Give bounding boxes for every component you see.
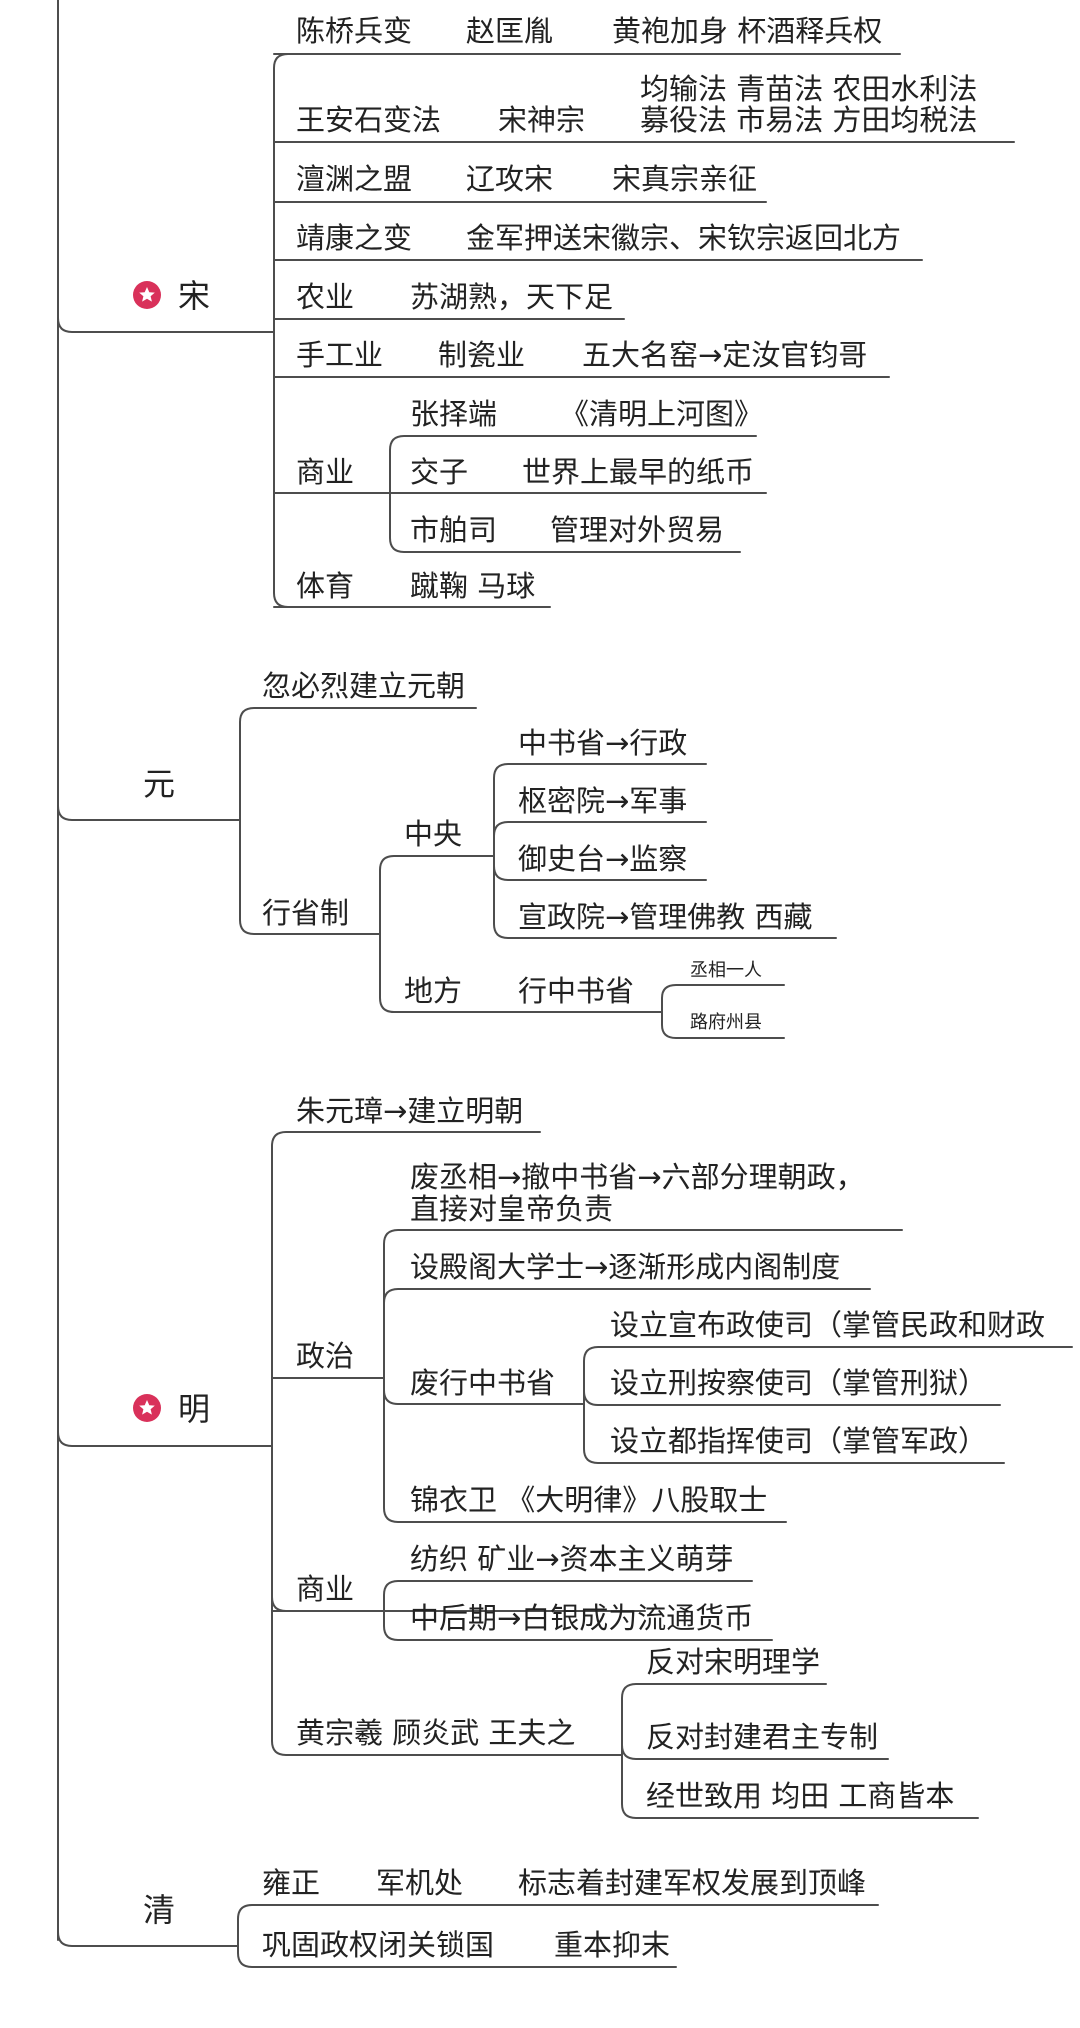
song-chanyuan-cause: 辽攻宋: [466, 162, 554, 196]
yuan-local-province: 行中书省: [518, 974, 635, 1008]
song-chenqiao-event: 陈桥兵变: [296, 14, 413, 48]
song-agriculture-label: 农业: [296, 280, 355, 314]
yuan-system-bracket: [379, 855, 663, 1013]
song-commerce-item-3-a: 市舶司: [410, 513, 498, 547]
qing-emperor: 雍正: [262, 1866, 321, 1900]
ming-xingsheng-label: 废行中书省: [410, 1366, 556, 1400]
ming-abolish-line-1: 废丞相→撤中书省→六部分理朝政，: [410, 1160, 865, 1194]
yuan-central-label: 中央: [404, 817, 463, 851]
song-commerce-item-1-a: 张择端: [410, 397, 498, 431]
qing-dynasty-label: 清: [143, 1891, 176, 1929]
qing-institution: 军机处: [376, 1866, 464, 1900]
song-handicraft-industry: 制瓷业: [438, 338, 526, 372]
yuan-dynasty-label: 元: [143, 765, 176, 803]
ming-commerce-item-2: 中后期→白银成为流通货币: [410, 1601, 754, 1635]
song-chanyuan-event: 澶渊之盟: [296, 162, 413, 196]
yuan-bracket: [237, 707, 477, 935]
song-jingkang-detail: 金军押送宋徽宗、宋钦宗返回北方: [466, 221, 902, 255]
ming-founding: 朱元璋→建立明朝: [296, 1094, 524, 1128]
ming-thinkers-label: 黄宗羲 顾炎武 王夫之: [296, 1716, 576, 1750]
song-commerce-item-1-b: 《清明上河图》: [560, 397, 764, 431]
ming-politics-other: 锦衣卫 《大明律》八股取士: [410, 1483, 768, 1517]
yuan-central-item-2: 枢密院→军事: [518, 784, 688, 818]
ming-politics-bracket: [383, 1229, 903, 1523]
ming-xingsheng-item-1: 设立宣布政使司（掌管民政和财政: [610, 1308, 1046, 1342]
yuan-central-item-1: 中书省→行政: [518, 726, 688, 760]
ming-xingsheng-item-2: 设立刑按察使司（掌管刑狱）: [610, 1366, 988, 1400]
ming-star-icon: [133, 1394, 161, 1422]
ming-root-line: [57, 1431, 273, 1447]
ming-politics-label: 政治: [296, 1339, 355, 1373]
yuan-local-note-1: 丞相一人: [690, 960, 762, 981]
song-reform-name: 王安石变法: [296, 103, 442, 137]
song-star-icon: [133, 281, 161, 309]
yuan-system-label: 行省制: [262, 896, 350, 930]
ming-commerce-item-1: 纺织 矿业→资本主义萌芽: [410, 1542, 734, 1576]
song-commerce-bracket: [389, 435, 767, 553]
yuan-central-item-3: 御史台→监察: [518, 842, 688, 876]
yuan-local-note-2: 路府州县: [690, 1012, 762, 1033]
song-reform-emperor: 宋神宗: [498, 103, 586, 137]
song-dynasty-label: 宋: [178, 277, 211, 315]
ming-xingsheng-bracket: [583, 1346, 1073, 1464]
ming-bracket: [271, 1131, 646, 1756]
qing-bracket: [219, 1904, 879, 1968]
yuan-central-item-4: 宣政院→管理佛教 西藏: [518, 900, 813, 934]
song-chenqiao-person: 赵匡胤: [466, 14, 554, 48]
yuan-founding: 忽必烈建立元朝: [262, 669, 466, 703]
song-chenqiao-detail: 黄袍加身 杯酒释兵权: [612, 14, 883, 48]
song-jingkang-event: 靖康之变: [296, 221, 413, 255]
song-commerce-item-2-a: 交子: [410, 455, 469, 489]
song-chanyuan-detail: 宋真宗亲征: [612, 162, 758, 196]
qing-policy-1: 巩固政权闭关锁国: [262, 1928, 495, 1962]
qing-policy-2: 重本抑末: [554, 1928, 671, 1962]
yuan-central-bracket: [493, 763, 837, 939]
ming-grand-secretariat: 设殿阁大学士→逐渐形成内阁制度: [410, 1250, 841, 1284]
song-bracket: [259, 53, 289, 608]
song-commerce-item-3-b: 管理对外贸易: [550, 513, 725, 547]
ming-commerce-bracket: [383, 1580, 773, 1641]
ming-commerce-label: 商业: [296, 1572, 355, 1606]
ming-thinkers-bracket: [621, 1683, 979, 1819]
ming-xingsheng-item-3: 设立都指挥使司（掌管军政）: [610, 1424, 988, 1458]
song-reform-laws-2: 募役法 市易法 方田均税法: [640, 103, 978, 137]
song-commerce-item-2-b: 世界上最早的纸币: [522, 455, 755, 489]
song-root-line: [57, 317, 261, 333]
song-agriculture-detail: 苏湖熟，天下足: [410, 280, 614, 314]
ming-abolish-line-2: 直接对皇帝负责: [410, 1192, 614, 1226]
qing-root-line: [57, 1931, 221, 1947]
song-sports-label: 体育: [296, 569, 355, 603]
yuan-root-line: [57, 805, 239, 821]
ming-thinkers-item-1: 反对宋明理学: [646, 1645, 821, 1679]
song-handicraft-detail: 五大名窑→定汝官钧哥: [582, 338, 868, 372]
song-reform-laws-1: 均输法 青苗法 农田水利法: [640, 72, 978, 106]
yuan-local-bracket: [661, 984, 785, 1039]
yuan-local-label: 地方: [404, 974, 463, 1008]
qing-institution-detail: 标志着封建军权发展到顶峰: [518, 1866, 867, 1900]
ming-dynasty-label: 明: [178, 1390, 211, 1428]
song-commerce-label: 商业: [296, 455, 355, 489]
ming-thinkers-item-3: 经世致用 均田 工商皆本: [646, 1779, 955, 1813]
ming-thinkers-item-2: 反对封建君主专制: [646, 1720, 879, 1754]
song-sports-detail: 蹴鞠 马球: [410, 569, 536, 603]
song-handicraft-label: 手工业: [296, 338, 384, 372]
